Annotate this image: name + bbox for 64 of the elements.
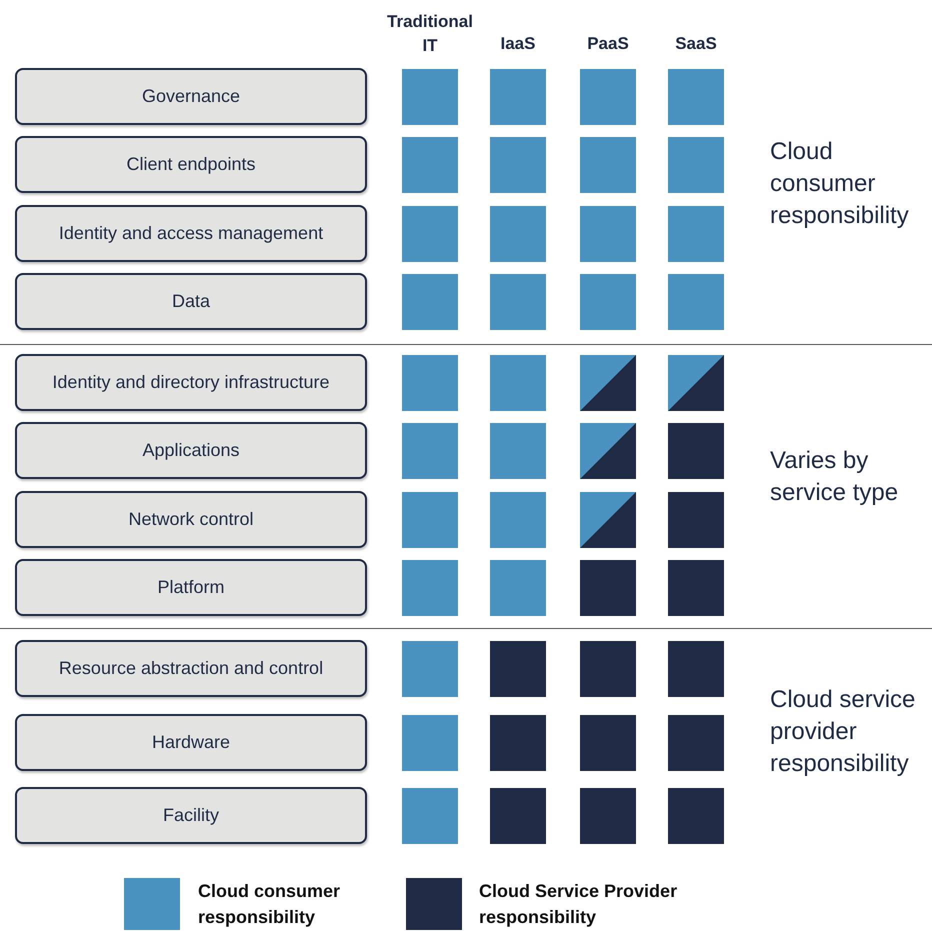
responsibility-square [402, 715, 458, 771]
responsibility-square [668, 137, 724, 193]
responsibility-square [668, 492, 724, 548]
split-responsibility-square [580, 355, 636, 411]
responsibility-square [668, 715, 724, 771]
category-box: Facility [15, 787, 367, 844]
responsibility-square [668, 69, 724, 125]
responsibility-square [580, 788, 636, 844]
category-box: Resource abstraction and control [15, 640, 367, 697]
category-box: Data [15, 273, 367, 330]
responsibility-square [402, 69, 458, 125]
responsibility-square [402, 423, 458, 479]
responsibility-square [402, 274, 458, 330]
responsibility-square [490, 788, 546, 844]
column-header: Traditional IT [386, 11, 474, 57]
legend-label: Cloud consumer responsibility [198, 880, 342, 929]
legend-label: Cloud Service Provider responsibility [479, 880, 678, 929]
responsibility-square [580, 715, 636, 771]
responsibility-square [490, 492, 546, 548]
responsibility-square [668, 788, 724, 844]
responsibility-square [402, 206, 458, 262]
category-box: Hardware [15, 714, 367, 771]
section-label: Cloud consumer responsibility [770, 137, 910, 231]
column-header: IaaS [500, 34, 536, 54]
responsibility-square [402, 492, 458, 548]
column-header: SaaS [674, 34, 718, 54]
category-box: Governance [15, 68, 367, 125]
responsibility-square [490, 560, 546, 616]
responsibility-square [580, 274, 636, 330]
responsibility-square [580, 69, 636, 125]
responsibility-square [490, 137, 546, 193]
split-responsibility-square [580, 423, 636, 479]
responsibility-square [402, 355, 458, 411]
responsibility-square [490, 274, 546, 330]
responsibility-square [490, 715, 546, 771]
responsibility-square [580, 206, 636, 262]
category-box: Identity and access management [15, 205, 367, 262]
category-box: Platform [15, 559, 367, 616]
responsibility-square [668, 206, 724, 262]
responsibility-square [490, 423, 546, 479]
responsibility-square [402, 137, 458, 193]
responsibility-square [490, 69, 546, 125]
responsibility-square [580, 137, 636, 193]
responsibility-square [668, 423, 724, 479]
category-box: Applications [15, 422, 367, 479]
column-header: PaaS [586, 34, 630, 54]
responsibility-square [402, 788, 458, 844]
responsibility-square [580, 641, 636, 697]
section-label: Varies by service type [770, 446, 900, 508]
responsibility-square [580, 560, 636, 616]
responsibility-square [490, 355, 546, 411]
responsibility-square [668, 274, 724, 330]
responsibility-square [668, 641, 724, 697]
responsibility-square [490, 206, 546, 262]
section-label: Cloud service provider responsibility [770, 685, 916, 779]
responsibility-square [402, 641, 458, 697]
responsibility-square [490, 641, 546, 697]
category-box: Network control [15, 491, 367, 548]
category-box: Client endpoints [15, 136, 367, 193]
split-responsibility-square [580, 492, 636, 548]
split-responsibility-square [668, 355, 724, 411]
category-box: Identity and directory infrastructure [15, 354, 367, 411]
responsibility-square [668, 560, 724, 616]
responsibility-square [402, 560, 458, 616]
